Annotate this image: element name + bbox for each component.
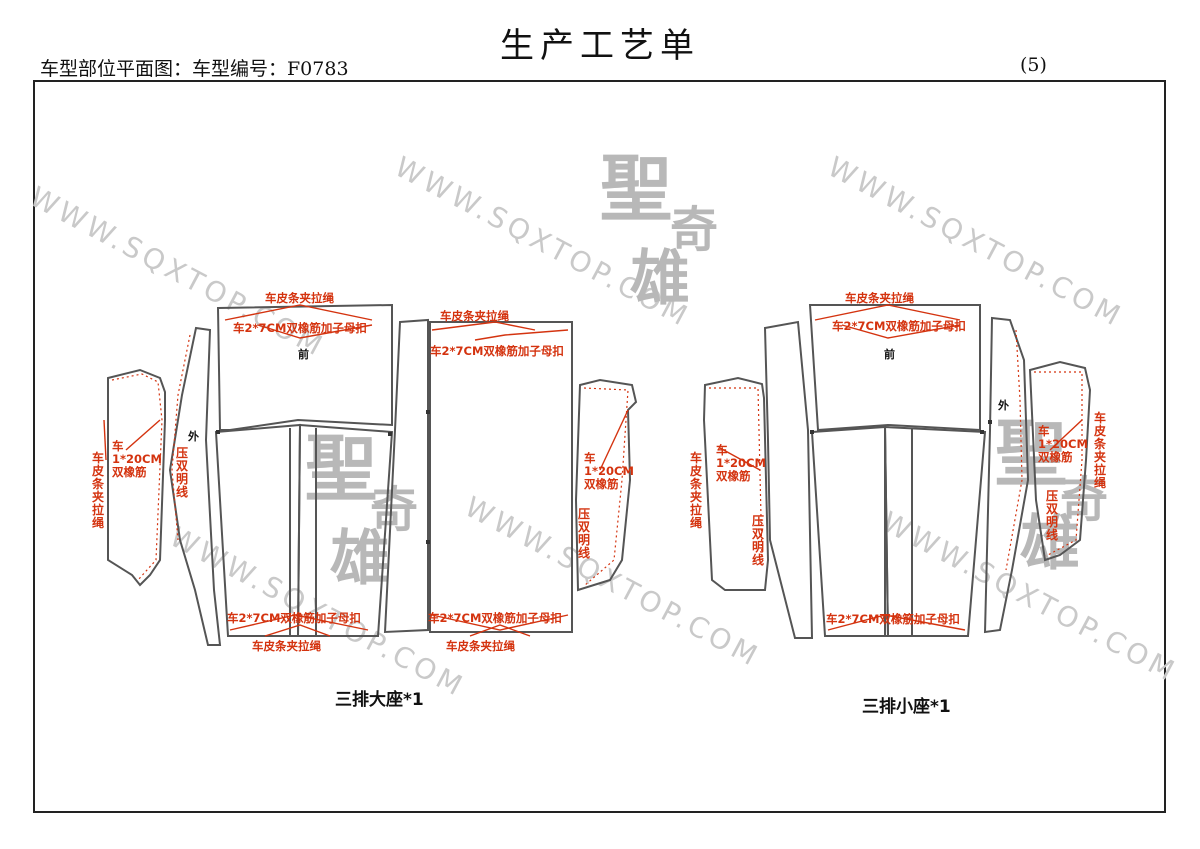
leader-line [229,614,369,631]
leader-line [431,321,536,331]
seal-char: 雄 [630,244,690,314]
leader-line [257,324,373,339]
left-right-side [574,378,638,592]
label-top-edge: 车皮条夹拉绳 [845,291,914,305]
label-stitch: 压双明线 [176,446,189,499]
left-back-panel [429,321,573,633]
label-left-elastic: 车 1*20CM 双橡筋 [716,444,766,483]
notch-marker [980,430,984,434]
right-caption: 三排小座*1 [862,697,951,717]
label-bottom-edge-right: 车皮条夹拉绳 [446,639,515,653]
label-bottom-elastic: 车2*7CM双橡筋加子母扣 [826,612,960,626]
stitch-line [1005,329,1023,571]
outer-mark: 外 [998,399,1009,412]
label-bottom-elastic-right: 车2*7CM双橡筋加子母扣 [428,611,562,625]
leader-line [103,419,107,461]
label-right-elastic: 车 1*20CM 双橡筋 [584,452,634,491]
left-side-panel [107,368,166,587]
right-left-side [702,376,770,591]
elastic-line-2: 1*20CM [584,464,634,478]
label-top-elastic: 车2*7CM双橡筋加子母扣 [832,319,966,333]
left-bottom-right [296,423,394,637]
elastic-line-1: 车 [716,443,728,457]
label-right-stitch: 压双明线 [578,507,591,560]
label-left-edge: 车皮条夹拉绳 [690,451,703,530]
label-right-top-elastic: 车2*7CM双橡筋加子母扣 [430,344,564,358]
stitch-line [171,334,191,541]
label-side-edge: 车皮条夹拉绳 [92,451,105,530]
left-caption: 三排大座*1 [335,690,424,710]
elastic-line-1: 车 [1038,424,1050,438]
elastic-line-2: 1*20CM [716,456,766,470]
right-front-top [808,304,981,432]
leader-line [841,324,961,339]
document-title: 生产工艺单 [500,26,700,66]
leader-line [125,419,161,451]
seal-char: 雄 [1020,509,1080,579]
notch-marker [988,420,992,424]
stitch-line [709,387,763,561]
label-right-top-edge: 车皮条夹拉绳 [440,309,509,323]
left-bottom-left [214,423,302,637]
front-mark: 前 [884,348,895,361]
label-right-stitch: 压双明线 [1046,489,1059,542]
stitch-line [1034,371,1083,557]
elastic-line-2: 1*20CM [112,452,162,466]
right-right-strip [983,316,1030,634]
right-bottom-left [810,425,890,637]
label-left-stitch: 压双明线 [752,514,765,567]
leader-line [814,304,961,321]
label-top-elastic: 车2*7CM双橡筋加子母扣 [233,321,367,335]
notch-marker [426,540,430,544]
leader-line [264,624,331,637]
label-right-elastic: 车 1*20CM 双橡筋 [1038,425,1088,464]
front-mark: 前 [298,348,309,361]
right-bottom-right [883,425,987,637]
leader-line [474,329,569,341]
seal-char: 奇 [370,482,419,538]
leader-line [224,304,373,321]
left-center-strip [383,318,429,634]
leader-line [431,614,569,631]
elastic-line-1: 车 [112,439,124,453]
label-side-elastic: 车 1*20CM 双橡筋 [112,440,162,479]
elastic-line-1: 车 [584,451,596,465]
leader-line [1049,419,1083,451]
seal-char: 聖 [600,146,673,231]
elastic-line-3: 双橡筋 [112,465,147,479]
label-bottom-elastic-left: 车2*7CM双橡筋加子母扣 [227,611,361,625]
elastic-line-2: 1*20CM [1038,437,1088,451]
right-right-side [1028,360,1092,562]
stitch-line [111,373,163,581]
seal-char: 奇 [670,202,719,258]
elastic-line-3: 双橡筋 [716,469,751,483]
label-bottom-edge-left: 车皮条夹拉绳 [252,639,321,653]
seal-char: 聖 [995,411,1068,496]
right-outer-strip [763,320,814,639]
elastic-line-3: 双橡筋 [1038,450,1073,464]
notch-marker [426,410,430,414]
label-top-edge: 车皮条夹拉绳 [265,291,334,305]
seal-char: 雄 [330,524,390,594]
notch-marker [388,432,392,436]
leader-line [599,409,629,471]
leader-line [469,624,531,637]
drawing-frame [33,80,1166,813]
seal-char: 聖 [305,426,378,511]
label-right-edge: 车皮条夹拉绳 [1094,411,1107,490]
notch-marker [216,430,220,434]
notch-marker [810,430,814,434]
elastic-line-3: 双橡筋 [584,477,619,491]
leader-line [719,447,761,471]
outer-mark: 外 [188,430,199,443]
page-number: (5) [1020,54,1047,76]
leader-line [827,614,966,631]
model-subtitle: 车型部位平面图：车型编号：F0783 [40,58,349,80]
